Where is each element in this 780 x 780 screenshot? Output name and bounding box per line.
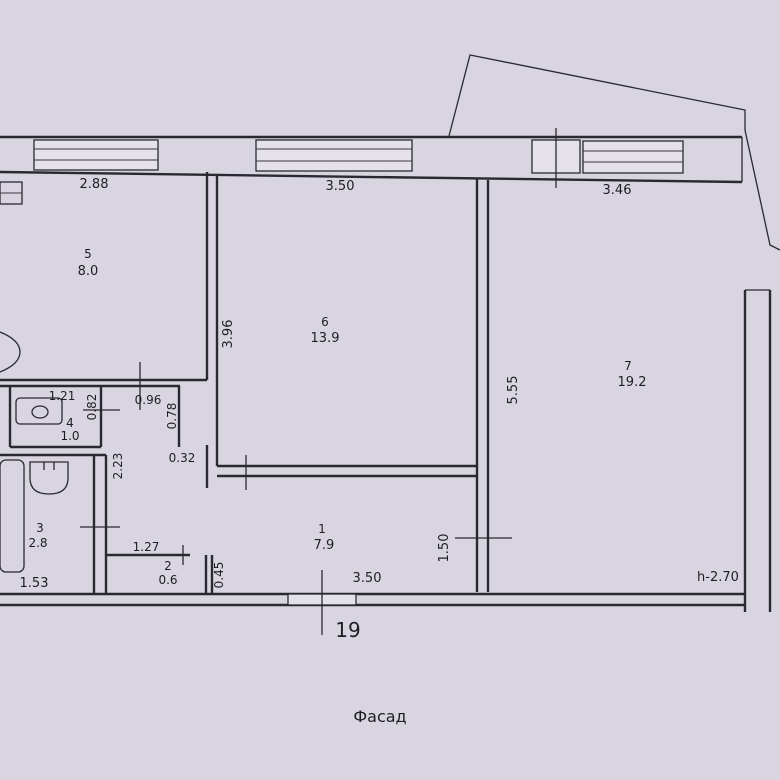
dim-096: 0.96 <box>135 393 162 407</box>
wall-room6-hall <box>217 455 477 490</box>
dim-045: 0.45 <box>212 562 226 589</box>
room-number-2: 2 <box>164 559 172 573</box>
dim-room6-width: 3.50 <box>326 179 355 194</box>
facade-label: Фасад <box>353 707 406 726</box>
dim-078: 0.78 <box>165 403 179 430</box>
building-number: 19 <box>335 618 360 642</box>
dim-wc-depth: 0.82 <box>85 394 99 421</box>
dim-hall-depth: 1.50 <box>437 534 452 563</box>
room-number-4: 4 <box>66 416 74 430</box>
window-room-7 <box>582 140 684 174</box>
dim-room7-depth: 5.55 <box>506 376 521 405</box>
exterior-wall-bottom <box>0 570 745 635</box>
bathroom-walls <box>80 455 120 594</box>
wall-room5-room6 <box>205 172 219 488</box>
room-area-4: 1.0 <box>60 429 79 443</box>
window-room-5 <box>33 139 159 171</box>
room-number-5: 5 <box>84 247 92 261</box>
wc-walls <box>0 386 120 457</box>
dim-room7-width: 3.46 <box>603 183 632 198</box>
exterior-wall-top <box>0 135 743 184</box>
balcony-door <box>531 128 581 188</box>
bathtub-icon <box>0 459 25 573</box>
fridge-icon <box>0 331 21 373</box>
room-area-3: 2.8 <box>28 536 47 550</box>
room-area-5: 8.0 <box>78 264 99 279</box>
dim-032: 0.32 <box>169 451 196 465</box>
dim-hall-width: 3.50 <box>353 571 382 586</box>
room-number-7: 7 <box>624 359 632 373</box>
wall-room6-room7 <box>455 178 512 592</box>
room-number-6: 6 <box>321 315 329 329</box>
window-room-6 <box>255 139 413 172</box>
dim-bath-width: 1.53 <box>20 576 49 591</box>
stove-icon <box>0 181 23 205</box>
toilet-icon <box>15 397 63 425</box>
ceiling-height: h-2.70 <box>697 570 739 585</box>
wall-room5-bottom <box>0 378 207 388</box>
sink-icon <box>29 461 69 495</box>
dim-room5-width: 2.88 <box>80 177 109 192</box>
balcony-outline <box>448 54 780 251</box>
closet-walls <box>106 362 214 594</box>
room-area-6: 13.9 <box>311 331 340 346</box>
room-area-7: 19.2 <box>618 375 647 390</box>
room-number-1: 1 <box>318 522 326 536</box>
room-area-1: 7.9 <box>314 538 335 553</box>
room-area-2: 0.6 <box>158 573 177 587</box>
room-number-3: 3 <box>36 521 44 535</box>
exterior-wall-right <box>743 289 772 612</box>
dim-223: 2.23 <box>111 453 125 480</box>
dim-wc-width: 1.21 <box>49 389 76 403</box>
dim-room6-depth: 3.96 <box>221 320 236 349</box>
dim-closet-width: 1.27 <box>133 540 160 554</box>
